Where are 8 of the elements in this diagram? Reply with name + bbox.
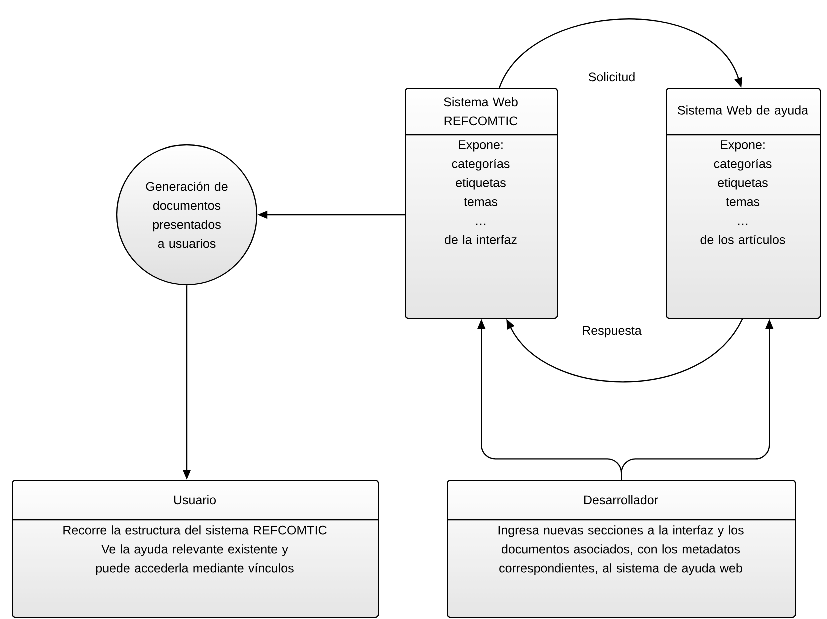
edge-label: Respuesta [580, 324, 644, 340]
entity-box: Usuario Recorre la estructura del sistema REFCOMTIC Ve la ayuda relevante existente y puede accederla mediante vínculos [12, 480, 380, 618]
entity-box: Sistema Web REFCOMTIC Expone: categorías etiquetas temas … de la interfaz [405, 88, 558, 320]
entity-box: Sistema Web de ayuda Expone: categorías etiquetas temas … de los artículos [666, 88, 822, 320]
edge-label: Solicitud [586, 70, 638, 84]
arrow [506, 318, 744, 383]
arrow [499, 18, 743, 88]
entity-box: Desarrollador Ingresa nuevas secciones a la interfaz y los documentos asociados, con los metadatos correspondientes, al sistema de ayuda web [447, 480, 796, 618]
